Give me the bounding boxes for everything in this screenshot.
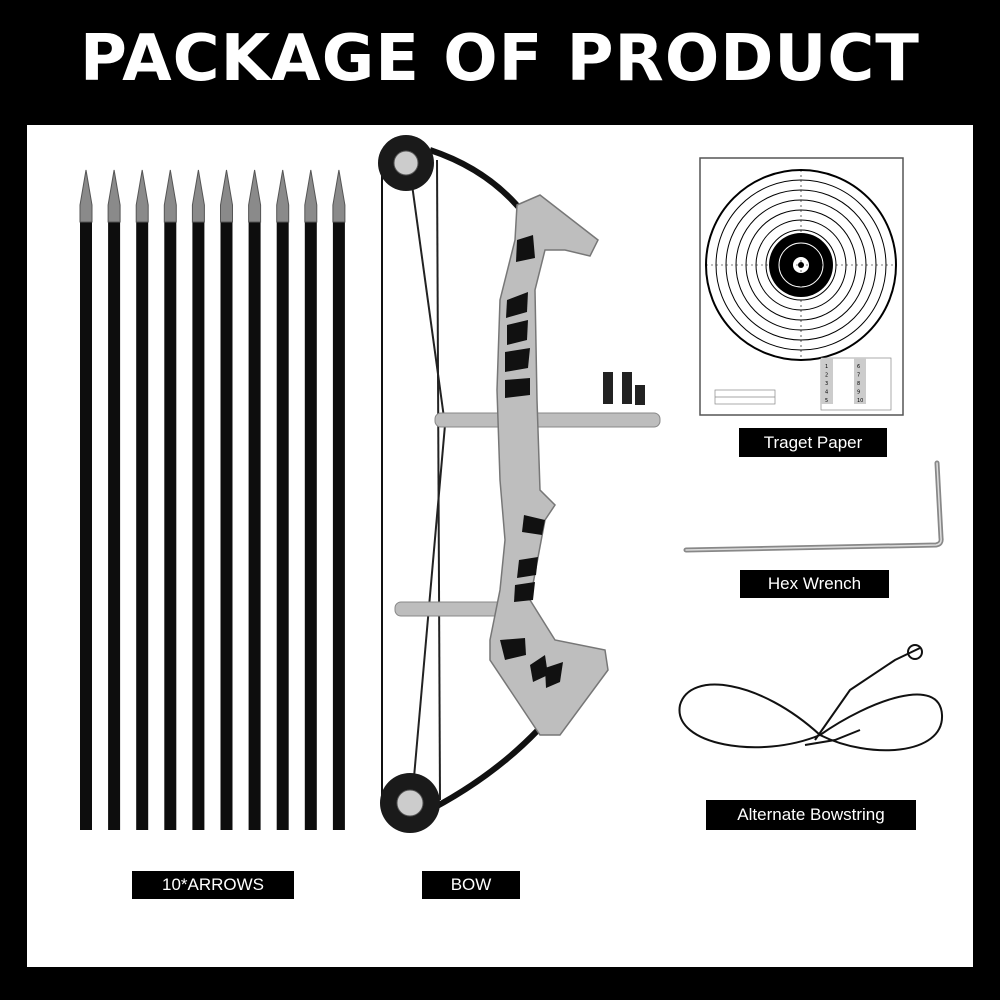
target-table-number: 9 xyxy=(857,390,860,396)
arrow-tip xyxy=(248,169,262,223)
arrow-shaft xyxy=(220,222,233,830)
arrow-shaft xyxy=(332,222,345,830)
arrow xyxy=(332,169,346,830)
arrow-tip xyxy=(163,169,177,223)
upper-limb xyxy=(429,147,528,217)
bow-cable xyxy=(436,159,441,801)
arrow xyxy=(135,169,149,830)
arrow-shaft xyxy=(192,222,205,830)
arrow xyxy=(276,169,290,830)
bow-label: BOW xyxy=(422,871,520,899)
arrows-group xyxy=(79,169,346,830)
arrow-tip xyxy=(191,169,205,223)
arrow xyxy=(304,169,318,830)
arrow xyxy=(79,169,93,830)
arrow-shaft xyxy=(164,222,177,830)
sight-bar xyxy=(434,412,661,428)
arrow-shaft xyxy=(136,222,149,830)
arrow xyxy=(163,169,177,830)
arrow-shaft xyxy=(248,222,261,830)
target-table-number: 7 xyxy=(857,373,860,379)
target-table-number: 5 xyxy=(825,398,828,404)
target-table-number: 10 xyxy=(857,398,863,404)
arrow-shaft xyxy=(80,222,92,830)
target-table-number: 3 xyxy=(825,381,828,387)
arrow-tip xyxy=(332,169,346,223)
arrow-tip xyxy=(276,169,290,223)
arrow xyxy=(191,169,205,830)
arrow-tip xyxy=(135,169,149,223)
arrow xyxy=(107,169,121,830)
target-table-number: 1 xyxy=(825,364,828,370)
target-table-number: 4 xyxy=(825,390,828,396)
target-table-number: 8 xyxy=(857,381,860,387)
arrow-tip xyxy=(220,169,233,223)
arrow-tip xyxy=(107,169,121,223)
target-table-number: 2 xyxy=(825,373,828,379)
bowstring-label: Alternate Bowstring xyxy=(706,800,916,830)
alternate-bowstring xyxy=(678,644,944,752)
page-title: PACKAGE OF PRODUCT xyxy=(80,22,920,96)
target-paper-label: Traget Paper xyxy=(739,428,887,457)
target-paper: 1 2 3 4 5 6 7 8 9 10 xyxy=(699,157,904,416)
arrows-label: 10*ARROWS xyxy=(132,871,294,899)
bow xyxy=(378,135,661,833)
arrow-shaft xyxy=(304,222,317,830)
bow-cable xyxy=(409,169,446,426)
arrow-shaft xyxy=(276,222,289,830)
target-table-number: 6 xyxy=(857,364,860,370)
arrow-tip xyxy=(79,169,93,223)
arrow xyxy=(220,169,233,830)
hex-wrench-label: Hex Wrench xyxy=(740,570,889,598)
arrow-rest xyxy=(603,372,645,405)
arrow-shaft xyxy=(108,222,121,830)
arrow xyxy=(248,169,262,830)
arrow-tip xyxy=(304,169,318,223)
hex-wrench xyxy=(683,460,944,553)
